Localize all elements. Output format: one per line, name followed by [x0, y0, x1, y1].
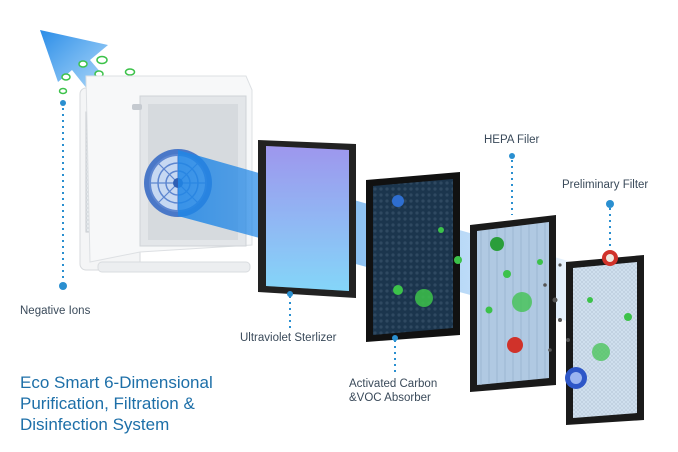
particles: [392, 195, 632, 389]
negative-ions-leader: [59, 100, 67, 290]
headline: Eco Smart 6-Dimensional Purification, Fi…: [20, 373, 213, 434]
leader-lines: [287, 153, 614, 372]
hepa-filter-label: HEPA Filer: [484, 134, 540, 146]
activated-carbon-panel: [366, 172, 460, 342]
activated-carbon-label: Activated Carbon &VOC Absorber: [349, 378, 438, 404]
uv-sterilizer-label: Ultraviolet Sterlizer: [240, 332, 337, 344]
preliminary-filter-label: Preliminary Filter: [562, 179, 649, 191]
preliminary-filter-panel: [566, 255, 644, 425]
uv-sterilizer-panel: [258, 140, 356, 298]
negative-ions-label: Negative Ions: [20, 305, 91, 317]
